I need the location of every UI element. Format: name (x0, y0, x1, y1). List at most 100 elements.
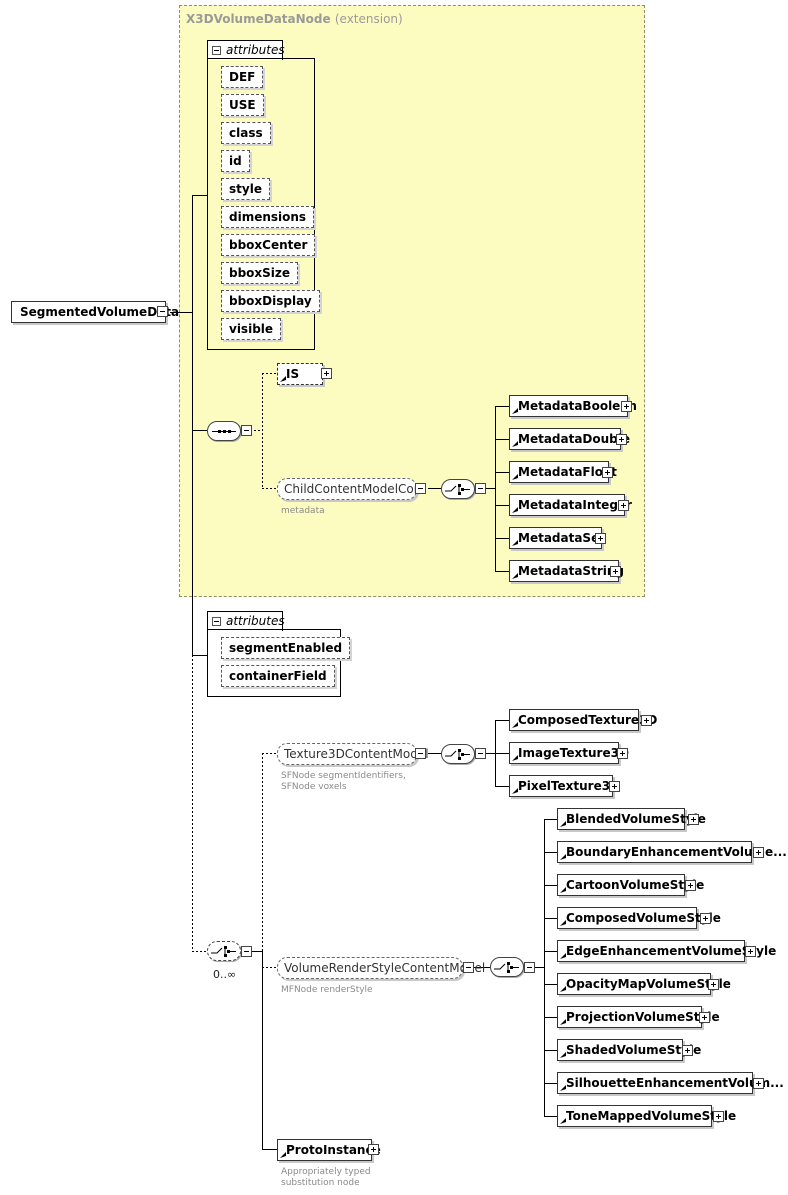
attribute-segmentenabled[interactable]: segmentEnabled (221, 637, 351, 659)
collapse-icon[interactable] (463, 962, 474, 973)
reference-arrow-icon (560, 1118, 566, 1124)
collapse-icon[interactable] (524, 962, 535, 973)
metadata-double-node[interactable]: MetadataDouble (509, 428, 630, 450)
expand-icon[interactable] (685, 880, 696, 891)
attribute-visible[interactable]: visible (221, 318, 282, 340)
reference-arrow-icon (560, 1052, 566, 1058)
attributes-tab-label: attributes (226, 614, 285, 628)
reference-arrow-icon (512, 722, 518, 728)
render-annotation: MFNode renderStyle (281, 985, 373, 995)
expand-icon[interactable] (745, 946, 756, 957)
choice-compositor[interactable] (490, 957, 524, 977)
projection-volume-style-node[interactable]: ProjectionVolumeStyle (557, 1006, 720, 1028)
node-label: ProjectionVolumeStyle (566, 1010, 720, 1024)
attribute-bboxdisplay[interactable]: bboxDisplay (221, 290, 320, 312)
collapse-icon[interactable] (157, 306, 168, 317)
collapse-icon[interactable] (212, 46, 221, 55)
texture-annotation-line2: SFNode voxels (281, 782, 347, 792)
texture3d-content-model[interactable]: Texture3DContentModel (277, 743, 429, 765)
attribute-containerfield[interactable]: containerField (221, 665, 335, 687)
edge-enhancement-volume-style-node[interactable]: EdgeEnhancementVolumeStyle (557, 940, 776, 962)
cartoon-volume-style-node[interactable]: CartoonVolumeStyle (557, 874, 704, 896)
attribute-label: class (229, 126, 263, 140)
attributes-tab[interactable]: attributes (207, 40, 285, 60)
opacity-map-volume-style-node[interactable]: OpacityMapVolumeStyle (557, 973, 731, 995)
choice-compositor-repeat[interactable] (207, 941, 241, 961)
node-label: CartoonVolumeStyle (566, 878, 705, 892)
expand-icon[interactable] (595, 533, 606, 544)
metadata-float-node[interactable]: MetadataFloat (509, 461, 617, 483)
collapse-icon[interactable] (415, 748, 426, 759)
expand-icon[interactable] (610, 566, 621, 577)
composed-texture3d-node[interactable]: ComposedTexture3D (509, 709, 657, 731)
root-node[interactable]: SegmentedVolumeData (11, 301, 179, 323)
is-node[interactable]: IS (277, 363, 323, 385)
own-attributes-tab[interactable]: attributes (207, 611, 285, 631)
expand-icon[interactable] (713, 1111, 724, 1122)
attribute-bboxcenter[interactable]: bboxCenter (221, 234, 316, 256)
expand-icon[interactable] (708, 979, 719, 990)
pixel-texture3d-node[interactable]: PixelTexture3D (509, 775, 620, 797)
collapse-icon[interactable] (212, 617, 221, 626)
collapse-icon[interactable] (415, 483, 426, 494)
proto-annotation: Appropriately typed substitution node (281, 1167, 371, 1189)
metadata-integer-node[interactable]: MetadataInteger (509, 494, 632, 516)
attribute-def[interactable]: DEF (221, 66, 264, 88)
expand-icon[interactable] (621, 401, 632, 412)
attribute-style[interactable]: style (221, 178, 270, 200)
composed-volume-style-node[interactable]: ComposedVolumeStyle (557, 907, 721, 929)
attribute-use[interactable]: USE (221, 94, 264, 116)
metadata-string-node[interactable]: MetadataString (509, 560, 624, 582)
group-label: ChildContentModelCore (284, 482, 426, 496)
expand-icon[interactable] (617, 748, 628, 759)
expand-icon[interactable] (753, 847, 764, 858)
node-label: MetadataFloat (518, 465, 617, 479)
boundary-enhancement-volume-style-node[interactable]: BoundaryEnhancementVolume... (557, 841, 787, 863)
expand-icon[interactable] (616, 434, 627, 445)
expand-icon[interactable] (699, 1012, 710, 1023)
metadata-set-node[interactable]: MetadataSet (509, 527, 605, 549)
blended-volume-style-node[interactable]: BlendedVolumeStyle (557, 808, 706, 830)
sequence-compositor[interactable] (207, 421, 241, 441)
expand-icon[interactable] (609, 781, 620, 792)
attribute-label: visible (229, 322, 274, 336)
node-label: PixelTexture3D (518, 779, 621, 793)
attribute-id[interactable]: id (221, 150, 250, 172)
expand-icon[interactable] (641, 715, 652, 726)
tone-mapped-volume-style-node[interactable]: ToneMappedVolumeStyle (557, 1105, 736, 1127)
reference-arrow-icon (280, 1152, 286, 1158)
child-content-model-core[interactable]: ChildContentModelCore (277, 478, 426, 500)
expand-icon[interactable] (618, 500, 629, 511)
reference-arrow-icon (560, 986, 566, 992)
attribute-bboxsize[interactable]: bboxSize (221, 262, 299, 284)
image-texture3d-node[interactable]: ImageTexture3D (509, 742, 629, 764)
expand-icon[interactable] (602, 467, 613, 478)
expand-icon[interactable] (321, 368, 332, 379)
attributes-tab-label: attributes (226, 43, 285, 57)
collapse-icon[interactable] (475, 748, 486, 759)
choice-compositor[interactable] (441, 479, 475, 499)
collapse-icon[interactable] (475, 483, 486, 494)
node-label: ProtoInstance (286, 1143, 381, 1157)
proto-instance-node[interactable]: ProtoInstance (277, 1139, 381, 1161)
reference-arrow-icon (560, 1019, 566, 1025)
expand-icon[interactable] (368, 1144, 379, 1155)
volume-render-style-content-model[interactable]: VolumeRenderStyleContentModel (277, 957, 485, 979)
collapse-icon[interactable] (241, 425, 252, 436)
shaded-volume-style-node[interactable]: ShadedVolumeStyle (557, 1039, 701, 1061)
expand-icon[interactable] (753, 1078, 764, 1089)
expand-icon[interactable] (682, 1045, 693, 1056)
expand-icon[interactable] (700, 913, 711, 924)
reference-arrow-icon (512, 755, 518, 761)
reference-arrow-icon (560, 887, 566, 893)
choice-icon (494, 962, 519, 973)
expand-icon[interactable] (688, 814, 699, 825)
attribute-dimensions[interactable]: dimensions (221, 206, 315, 228)
reference-arrow-icon (512, 474, 518, 480)
silhouette-enhancement-volume-style-node[interactable]: SilhouetteEnhancementVolum... (557, 1072, 784, 1094)
metadata-boolean-node[interactable]: MetadataBoolean (509, 395, 637, 417)
collapse-icon[interactable] (241, 946, 252, 957)
attribute-class[interactable]: class (221, 122, 271, 144)
choice-compositor[interactable] (441, 744, 475, 764)
node-label: MetadataDouble (518, 432, 631, 446)
